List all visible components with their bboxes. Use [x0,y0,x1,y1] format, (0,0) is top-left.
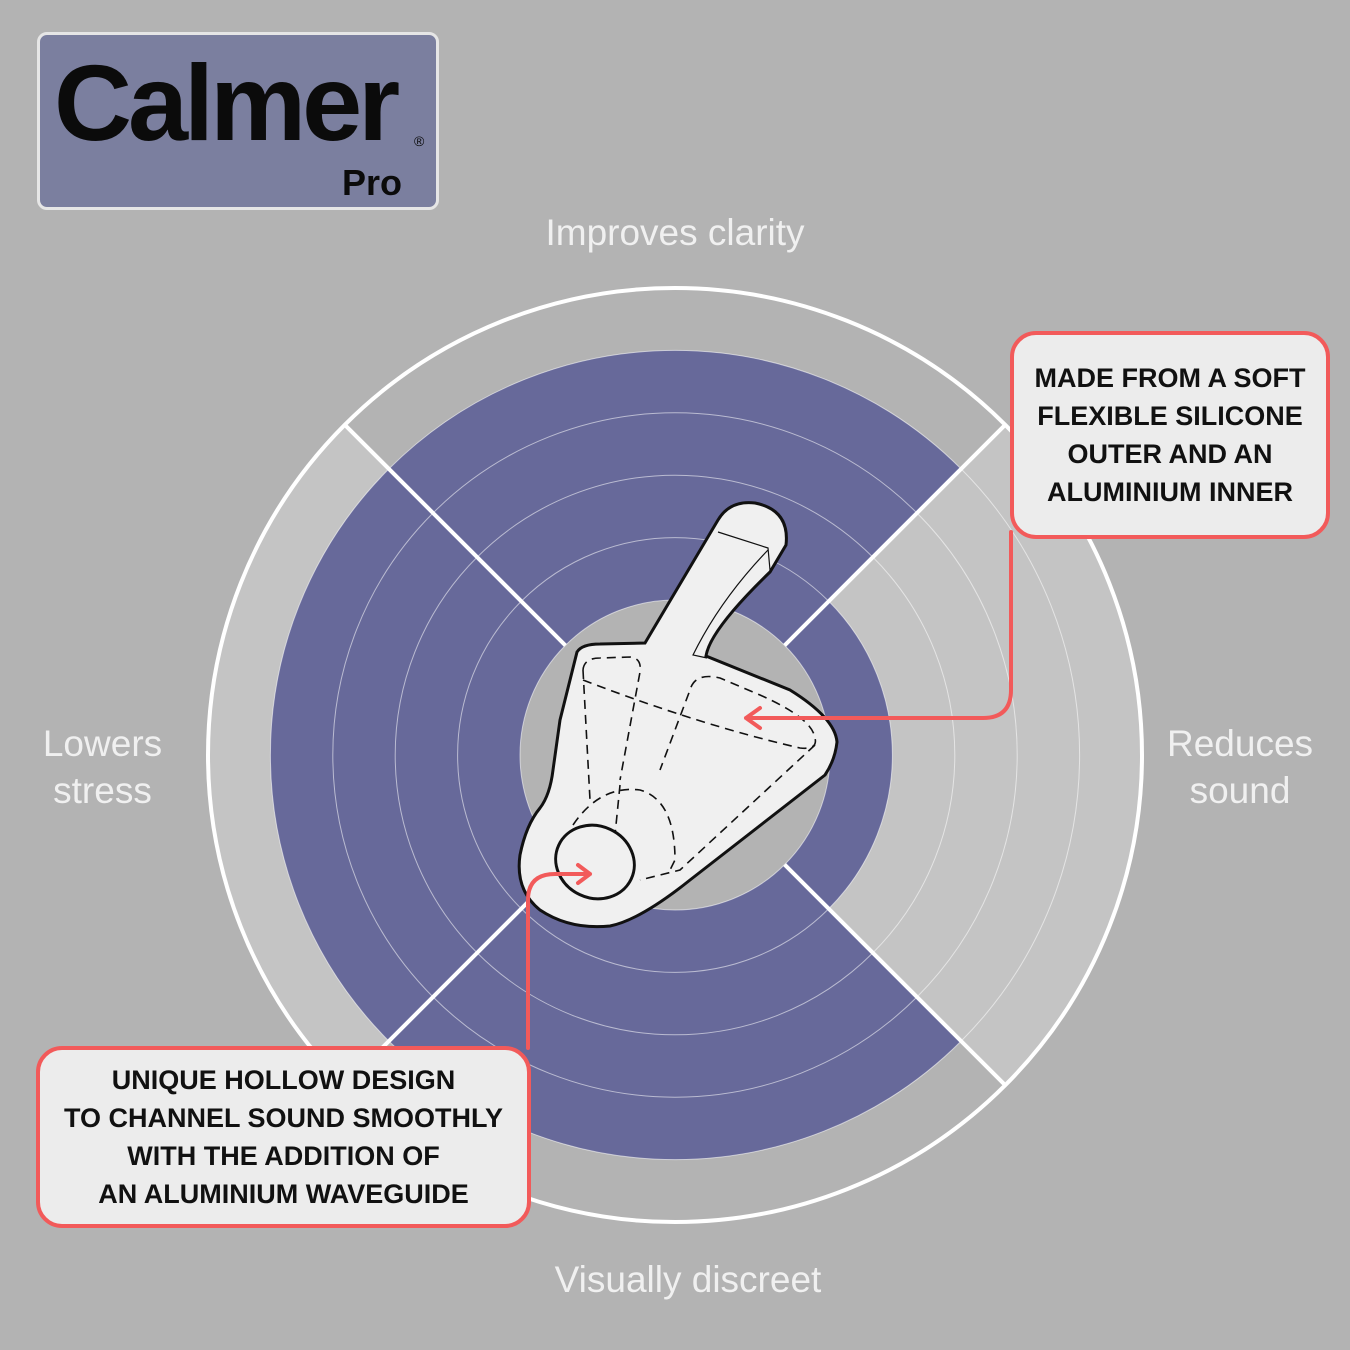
brand-sub: Pro [342,162,403,203]
callout-line: OUTER AND AN [1067,439,1273,469]
callout-material: MADE FROM A SOFT FLEXIBLE SILICONE OUTER… [1010,331,1330,539]
callout-design: UNIQUE HOLLOW DESIGN TO CHANNEL SOUND SM… [36,1046,531,1228]
callout-line: WITH THE ADDITION OF [127,1141,440,1171]
callout-pointers [526,530,1013,1050]
callout-line: TO CHANNEL SOUND SMOOTHLY [63,1103,504,1133]
sector-remaining [828,424,1142,1086]
sector-divider [343,423,567,647]
pointer-top-right [744,530,1013,730]
registered-mark: ® [414,133,425,149]
earplug-illustration [517,501,839,929]
axis-label-discreet: Visually discreet [554,1259,822,1300]
sector-lowers-stress [270,468,566,1042]
sector-improves-clarity [388,350,962,646]
callout-line: AN ALUMINIUM WAVEGUIDE [98,1179,469,1209]
brand-logo: Calmer ® Pro [37,32,439,210]
pointer-bottom-left [526,863,592,1050]
brand-name: Calmer [54,42,400,163]
grid-ring [206,286,1144,1224]
grid-ring [269,349,1081,1161]
axis-label-clarity: Improves clarity [545,212,805,253]
sector-visually-discreet [388,864,962,1160]
callout-line: MADE FROM A SOFT [1034,363,1306,393]
axis-label-stress: Lowers stress [42,723,163,811]
callout-line: FLEXIBLE SILICONE [1037,401,1303,431]
callout-line: ALUMINIUM INNER [1047,477,1293,507]
callout-line: UNIQUE HOLLOW DESIGN [111,1065,456,1095]
sector-remaining [208,424,389,1086]
sector-reduces-sound [784,601,893,909]
grid-ring [332,412,1018,1098]
sector-divider [783,863,1007,1087]
axis-label-sound: Reduces sound [1166,723,1314,811]
sector-divider [783,423,1007,647]
grid-ring [457,537,893,973]
grid-ring [394,474,956,1036]
